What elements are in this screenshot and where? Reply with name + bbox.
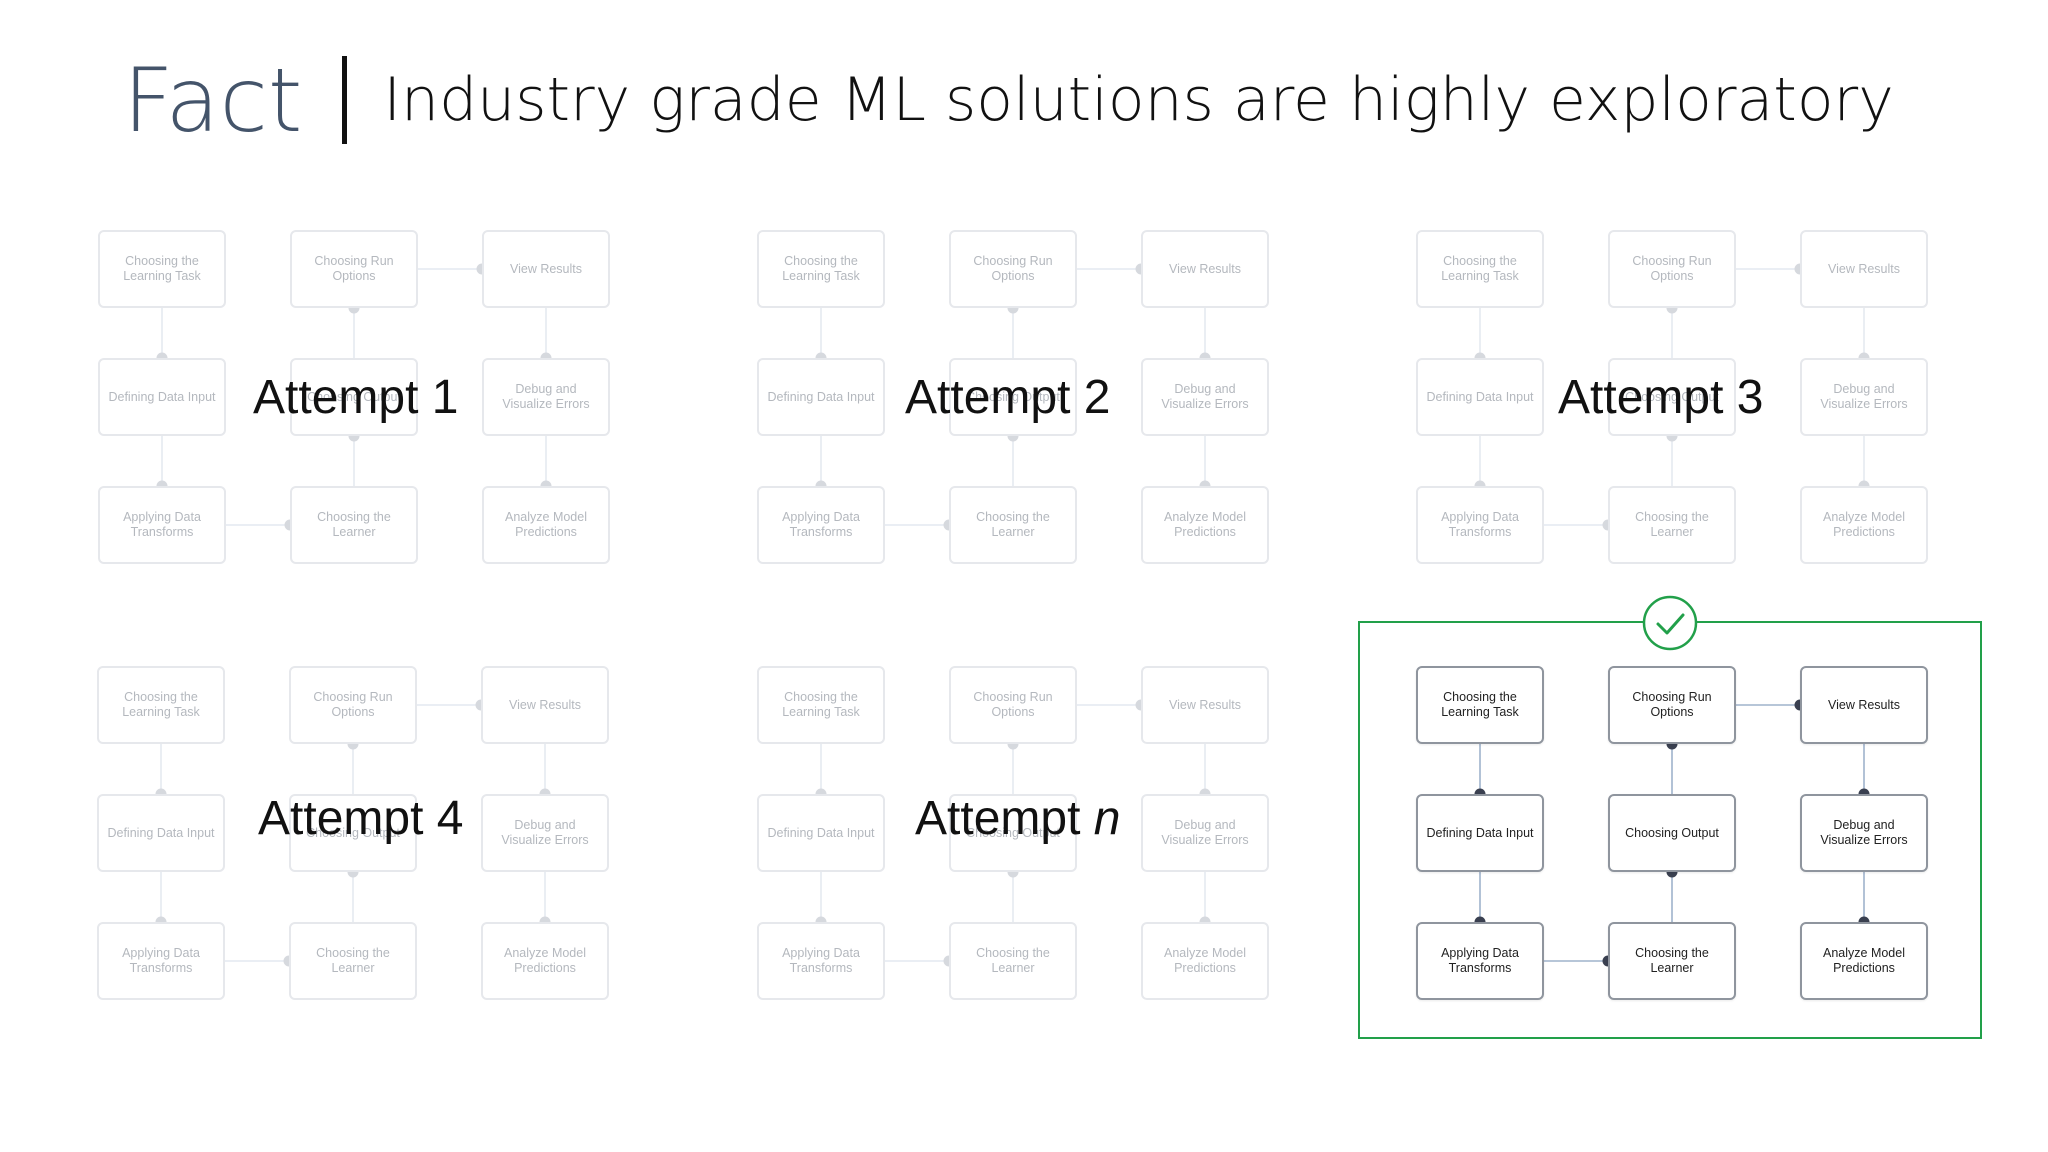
attempt-label-1: Attempt 1 [253, 371, 459, 424]
step-box-analyze-model-predictions: Analyze Model Predictions [1800, 922, 1928, 1000]
step-box-choosing-the-learning-task: Choosing the Learning Task [1416, 666, 1544, 744]
attempt-label-4: Attempt 4 [258, 792, 464, 845]
step-box-choosing-output: Choosing Output [949, 794, 1077, 872]
workflow-diagram-attempt-1: Choosing the Learning Task Choosing Run O… [98, 230, 618, 570]
step-box-choosing-the-learner: Choosing the Learner [290, 486, 418, 564]
title-fact: Fact [123, 48, 303, 152]
step-box-choosing-run-options: Choosing Run Options [1608, 230, 1736, 308]
checkmark-circle-icon [1642, 595, 1698, 651]
step-box-applying-data-transforms: Applying Data Transforms [757, 486, 885, 564]
step-box-applying-data-transforms: Applying Data Transforms [1416, 486, 1544, 564]
step-box-defining-data-input: Defining Data Input [97, 794, 225, 872]
step-box-analyze-model-predictions: Analyze Model Predictions [482, 486, 610, 564]
step-box-applying-data-transforms: Applying Data Transforms [1416, 922, 1544, 1000]
step-box-choosing-run-options: Choosing Run Options [949, 230, 1077, 308]
step-box-choosing-run-options: Choosing Run Options [949, 666, 1077, 744]
title-text: Industry grade ML solutions are highly e… [383, 65, 1894, 135]
step-box-choosing-the-learning-task: Choosing the Learning Task [757, 230, 885, 308]
step-box-debug-and-visualize-errors: Debug and Visualize Errors [1800, 358, 1928, 436]
workflow-diagram-attempt-2: Choosing the Learning Task Choosing Run O… [757, 230, 1277, 570]
step-box-view-results: View Results [482, 230, 610, 308]
step-box-choosing-output: Choosing Output [1608, 794, 1736, 872]
step-box-view-results: View Results [1800, 230, 1928, 308]
step-box-debug-and-visualize-errors: Debug and Visualize Errors [1141, 794, 1269, 872]
step-box-analyze-model-predictions: Analyze Model Predictions [481, 922, 609, 1000]
step-box-choosing-the-learner: Choosing the Learner [949, 486, 1077, 564]
step-box-choosing-output: Choosing Output [290, 358, 418, 436]
step-box-choosing-run-options: Choosing Run Options [290, 230, 418, 308]
slide-title: Fact Industry grade ML solutions are hig… [123, 40, 1894, 160]
step-box-choosing-the-learning-task: Choosing the Learning Task [757, 666, 885, 744]
step-box-view-results: View Results [1141, 666, 1269, 744]
step-box-debug-and-visualize-errors: Debug and Visualize Errors [1800, 794, 1928, 872]
attempt-label-3: Attempt 3 [1558, 371, 1764, 424]
workflow-diagram-attempt-3: Choosing the Learning Task Choosing Run O… [1416, 230, 1936, 570]
step-box-defining-data-input: Defining Data Input [757, 794, 885, 872]
attempt-label-n-variable: n [1093, 792, 1121, 845]
step-box-choosing-output: Choosing Output [949, 358, 1077, 436]
attempt-label-n-prefix: Attempt [915, 792, 1094, 845]
step-box-choosing-run-options: Choosing Run Options [289, 666, 417, 744]
step-box-debug-and-visualize-errors: Debug and Visualize Errors [482, 358, 610, 436]
workflow-diagram-attempt-4: Choosing the Learning Task Choosing Run O… [97, 666, 617, 1006]
step-box-defining-data-input: Defining Data Input [98, 358, 226, 436]
step-box-choosing-the-learner: Choosing the Learner [1608, 922, 1736, 1000]
step-box-analyze-model-predictions: Analyze Model Predictions [1141, 922, 1269, 1000]
step-box-view-results: View Results [481, 666, 609, 744]
step-box-applying-data-transforms: Applying Data Transforms [757, 922, 885, 1000]
step-box-choosing-the-learner: Choosing the Learner [289, 922, 417, 1000]
step-box-defining-data-input: Defining Data Input [1416, 358, 1544, 436]
step-box-choosing-the-learning-task: Choosing the Learning Task [1416, 230, 1544, 308]
attempt-label-n: Attempt n [915, 791, 1120, 847]
step-box-analyze-model-predictions: Analyze Model Predictions [1141, 486, 1269, 564]
step-box-choosing-output: Choosing Output [289, 794, 417, 872]
step-box-choosing-the-learner: Choosing the Learner [1608, 486, 1736, 564]
step-box-view-results: View Results [1800, 666, 1928, 744]
step-box-analyze-model-predictions: Analyze Model Predictions [1800, 486, 1928, 564]
workflow-diagram-successful: Choosing the Learning Task Choosing Run O… [1416, 666, 1936, 1006]
step-box-choosing-run-options: Choosing Run Options [1608, 666, 1736, 744]
step-box-defining-data-input: Defining Data Input [757, 358, 885, 436]
title-separator [342, 56, 348, 144]
step-box-defining-data-input: Defining Data Input [1416, 794, 1544, 872]
attempt-label-2: Attempt 2 [905, 371, 1111, 424]
step-box-choosing-the-learning-task: Choosing the Learning Task [97, 666, 225, 744]
step-box-debug-and-visualize-errors: Debug and Visualize Errors [1141, 358, 1269, 436]
step-box-applying-data-transforms: Applying Data Transforms [98, 486, 226, 564]
step-box-choosing-output: Choosing Output [1608, 358, 1736, 436]
step-box-choosing-the-learning-task: Choosing the Learning Task [98, 230, 226, 308]
step-box-choosing-the-learner: Choosing the Learner [949, 922, 1077, 1000]
step-box-applying-data-transforms: Applying Data Transforms [97, 922, 225, 1000]
step-box-debug-and-visualize-errors: Debug and Visualize Errors [481, 794, 609, 872]
step-box-view-results: View Results [1141, 230, 1269, 308]
workflow-diagram-attempt-n: Choosing the Learning Task Choosing Run O… [757, 666, 1277, 1006]
